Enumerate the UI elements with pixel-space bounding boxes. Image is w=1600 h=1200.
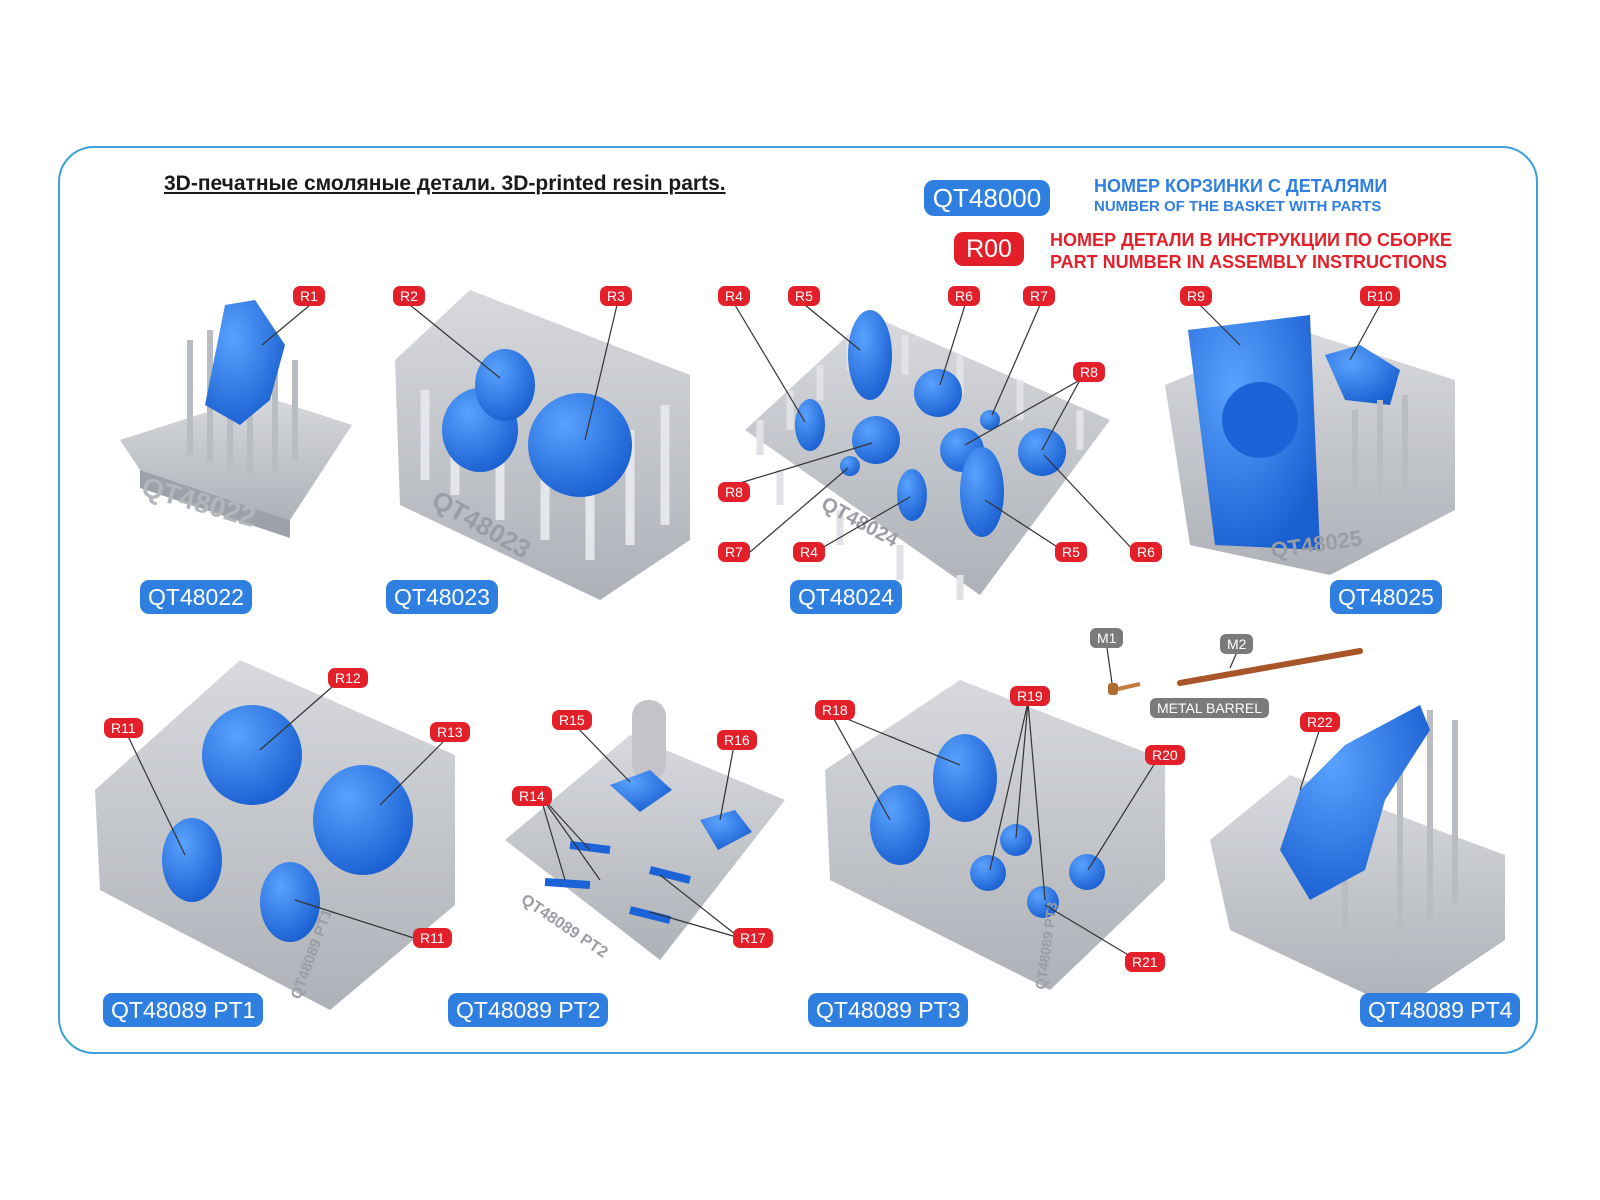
- part-tag-r6-top: R6: [948, 286, 980, 306]
- part-tag-r6-bottom: R6: [1130, 542, 1162, 562]
- part-tag-r8-right: R8: [1073, 362, 1105, 382]
- basket-chip-qt48025: QT48025: [1330, 580, 1442, 614]
- legend-part-chip: R00: [954, 232, 1024, 266]
- basket-qt48025-model: QT48025: [1165, 315, 1455, 575]
- part-tag-r18: R18: [815, 700, 855, 720]
- part-tag-r15: R15: [552, 710, 592, 730]
- content-frame: [58, 146, 1538, 1054]
- part-tag-r4-top: R4: [718, 286, 750, 306]
- part-tag-r13: R13: [430, 722, 470, 742]
- page-title: 3D-печатные смоляные детали. 3D-printed …: [164, 172, 726, 195]
- basket-chip-qt48089-pt1: QT48089 PT1: [103, 993, 264, 1027]
- legend-basket-chip: QT48000: [924, 180, 1050, 216]
- leader-lines: [124, 304, 1381, 963]
- legend-part-text-ru: НОМЕР ДЕТАЛИ В ИНСТРУКЦИИ ПО СБОРКЕ: [1050, 230, 1452, 250]
- part-tag-r5-top: R5: [788, 286, 820, 306]
- basket-chip-qt48089-pt4: QT48089 PT4: [1360, 993, 1521, 1027]
- part-tag-r22: R22: [1300, 712, 1340, 732]
- part-tag-r19: R19: [1010, 686, 1050, 706]
- part-tag-r5-bottom: R5: [1055, 542, 1087, 562]
- legend-basket-text-ru: НОМЕР КОРЗИНКИ С ДЕТАЛЯМИ: [1094, 176, 1388, 196]
- basket-qt48089-pt3-model: QT48089 PT3: [825, 680, 1165, 990]
- part-tag-r21: R21: [1125, 952, 1165, 972]
- part-tag-r7-bottom: R7: [718, 542, 750, 562]
- part-tag-r9: R9: [1180, 286, 1212, 306]
- basket-qt48089-pt1-model: QT48089 PT1: [95, 660, 455, 1010]
- part-tag-r4-bottom: R4: [793, 542, 825, 562]
- legend-part-text-en: PART NUMBER IN ASSEMBLY INSTRUCTIONS: [1050, 252, 1448, 272]
- basket-qt48022-model: QT48022: [120, 300, 352, 538]
- part-tag-r11-bottom: R11: [413, 928, 452, 948]
- basket-qt48089-pt4-model: [1210, 705, 1505, 1010]
- basket-chip-qt48023: QT48023: [386, 580, 498, 614]
- metal-tag-m1: M1: [1090, 628, 1124, 648]
- part-tag-r1: R1: [293, 286, 325, 306]
- part-tag-r11-top: R11: [104, 718, 143, 738]
- legend-basket-text-en: NUMBER OF THE BASKET WITH PARTS: [1094, 198, 1382, 215]
- part-tag-r10: R10: [1360, 286, 1400, 306]
- part-tag-r3: R3: [600, 286, 632, 306]
- part-tag-r14: R14: [512, 786, 552, 806]
- metal-parts-model: [1108, 648, 1363, 695]
- part-tag-r7-top: R7: [1023, 286, 1055, 306]
- part-tag-r20: R20: [1145, 745, 1185, 765]
- part-tag-r8-left: R8: [718, 482, 750, 502]
- basket-qt48024-model: QT48024: [745, 310, 1110, 600]
- metal-tag-m2: M2: [1220, 634, 1254, 654]
- basket-qt48023-model: QT48023: [395, 290, 690, 600]
- part-tag-r12: R12: [328, 668, 368, 688]
- metal-barrel-label: METAL BARREL: [1150, 698, 1270, 718]
- basket-chip-qt48089-pt3: QT48089 PT3: [808, 993, 969, 1027]
- basket-chip-qt48089-pt2: QT48089 PT2: [448, 993, 609, 1027]
- basket-chip-qt48024: QT48024: [790, 580, 902, 614]
- basket-chip-qt48022: QT48022: [140, 580, 252, 614]
- part-tag-r16: R16: [717, 730, 757, 750]
- part-tag-r17: R17: [733, 928, 773, 948]
- part-tag-r2: R2: [393, 286, 425, 306]
